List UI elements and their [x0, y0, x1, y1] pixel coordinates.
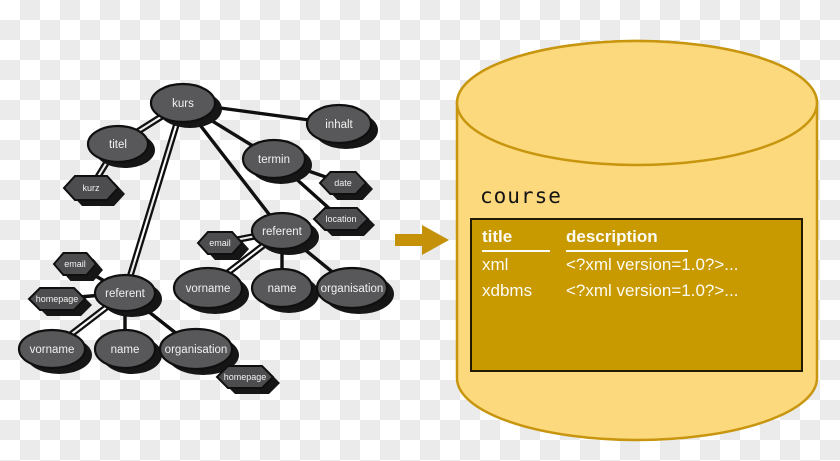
tree-node-referent_r	[250, 211, 314, 251]
table-title: course	[480, 184, 562, 208]
tree-node-label: inhalt	[325, 119, 353, 131]
tree-node-label: name	[268, 283, 297, 295]
table-row: xdbms <?xml version=1.0?>...	[482, 278, 801, 304]
tree-node-label: homepage	[36, 294, 79, 304]
tree-node-titel	[86, 124, 150, 164]
db-table-backing	[470, 218, 803, 372]
tree-node-vorname_r	[172, 266, 244, 310]
tree-node-name_r	[250, 267, 314, 309]
tree-edge	[121, 102, 182, 293]
cell-title: xdbms	[482, 281, 533, 300]
tree-node-label: referent	[262, 226, 302, 238]
column-header-title: title	[482, 224, 550, 252]
course-table: title description xml <?xml version=1.0?…	[470, 218, 803, 372]
tree-node-referent_l	[93, 273, 157, 313]
column-header-description: description	[566, 224, 688, 252]
tree-node-name_l	[93, 328, 157, 370]
db-cylinder-top	[455, 39, 819, 167]
tree-node-label: vorname	[30, 344, 75, 356]
tree-node-kurs	[149, 82, 217, 124]
tree-node-label: date	[334, 178, 352, 188]
mapping-arrow-icon	[395, 225, 449, 255]
tree-node-termin	[241, 138, 307, 180]
tree-node-email_l	[52, 252, 98, 276]
cell-title: xml	[482, 255, 509, 274]
tree-node-organisation_l	[158, 327, 234, 371]
table-header-row: title description	[482, 224, 801, 252]
tree-node-label: organisation	[321, 283, 384, 295]
tree-node-label: organisation	[165, 344, 228, 356]
tree-node-location	[312, 207, 370, 231]
tree-node-email_r	[196, 231, 244, 255]
tree-node-date	[318, 171, 368, 195]
tree-node-label: email	[64, 259, 86, 269]
cell-description: <?xml version=1.0?>...	[566, 255, 739, 274]
table-row: xml <?xml version=1.0?>...	[482, 252, 801, 278]
tree-node-label: homepage	[224, 372, 267, 382]
tree-node-label: termin	[258, 154, 290, 166]
tree-node-vorname_l	[17, 328, 87, 370]
cell-description: <?xml version=1.0?>...	[566, 281, 739, 300]
tree-node-label: name	[111, 344, 140, 356]
tree-node-label: kurs	[172, 98, 194, 110]
tree-node-label: location	[325, 214, 356, 224]
tree-node-inhalt	[305, 103, 373, 145]
tree-node-label: referent	[105, 288, 145, 300]
tree-node-homepage_b	[215, 365, 275, 389]
tree-node-homepage_l	[27, 287, 87, 311]
tree-node-organisation_r	[315, 266, 389, 310]
tree-node-label: kurz	[82, 183, 100, 193]
tree-node-label: titel	[109, 139, 127, 151]
tree-node-label: vorname	[186, 283, 231, 295]
tree-edge	[126, 103, 187, 294]
tree-node-kurz	[62, 175, 120, 201]
tree-node-label: email	[209, 238, 231, 248]
